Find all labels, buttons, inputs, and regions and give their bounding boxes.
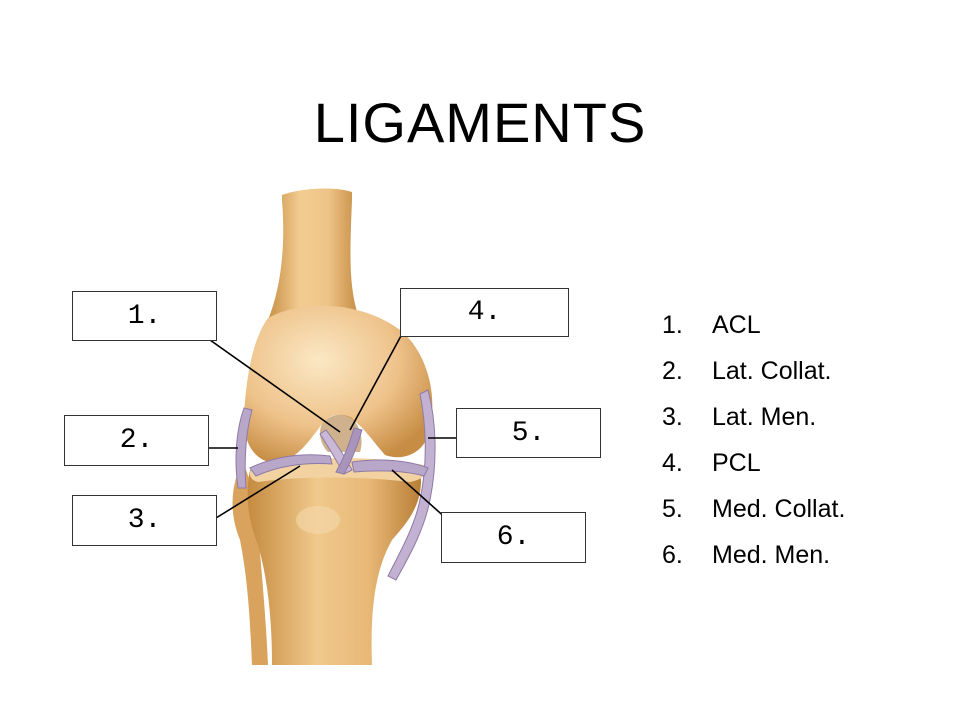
leader-line-3 <box>215 465 301 519</box>
medial-meniscus <box>351 459 429 477</box>
callout-box-2: 2. <box>64 415 209 466</box>
lateral-meniscus <box>249 454 333 477</box>
callout-box-3: 3. <box>72 495 217 546</box>
legend-number: 5. <box>662 495 683 523</box>
legend-number: 1. <box>662 311 683 339</box>
legend-number: 6. <box>662 541 683 569</box>
tibial-tuberosity <box>296 506 340 534</box>
leader-line-4 <box>349 333 403 431</box>
legend-item: 3. Lat. Men. <box>662 402 922 432</box>
callout-box-6: 6. <box>441 512 586 563</box>
fibula <box>232 470 268 665</box>
leader-line-6 <box>391 469 449 521</box>
lateral-collateral-ligament <box>235 407 253 489</box>
legend-item: 6. Med. Men. <box>662 540 922 570</box>
femoral-condyles <box>243 305 433 463</box>
legend-text: PCL <box>712 449 761 477</box>
callout-box-5: 5. <box>456 408 601 458</box>
legend-item: 2. Lat. Collat. <box>662 356 922 386</box>
legend-text: Med. Men. <box>712 541 831 569</box>
slide-title: LIGAMENTS <box>313 91 647 154</box>
legend-text: Lat. Men. <box>712 403 817 431</box>
legend-number: 2. <box>662 357 683 385</box>
ligament-legend: 1. ACL 2. Lat. Collat. 3. Lat. Men. 4. P… <box>662 310 922 586</box>
femur-shaft <box>268 188 360 320</box>
legend-number: 4. <box>662 449 683 477</box>
legend-number: 3. <box>662 403 683 431</box>
legend-item: 4. PCL <box>662 448 922 478</box>
legend-text: ACL <box>712 311 761 339</box>
tibia <box>247 461 421 665</box>
callout-box-1: 1. <box>72 291 217 341</box>
medial-collateral-ligament <box>387 389 436 581</box>
legend-item: 5. Med. Collat. <box>662 494 922 524</box>
posterior-cruciate-ligament <box>335 427 363 475</box>
leader-line-1 <box>209 339 341 433</box>
leader-lines <box>208 333 456 521</box>
callout-box-4: 4. <box>400 288 569 337</box>
legend-text: Lat. Collat. <box>712 357 832 385</box>
legend-text: Med. Collat. <box>712 495 846 523</box>
legend-item: 1. ACL <box>662 310 922 340</box>
